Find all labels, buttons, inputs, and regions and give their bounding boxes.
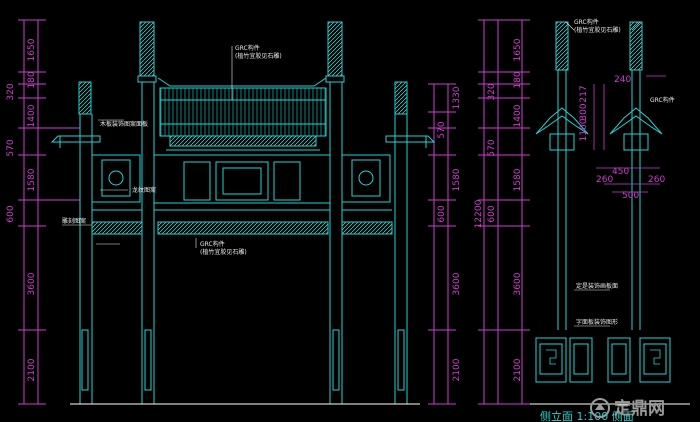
annotation-grc-bottom: GRC构件: [200, 240, 225, 248]
dim-label: 320: [6, 83, 16, 100]
dim-label: 3600: [27, 272, 37, 295]
front-tall-pillar-left: [137, 21, 157, 404]
dim-label: 180: [513, 71, 523, 88]
front-right-dimension-chain: [428, 83, 456, 405]
annotation-grc-top-note: (植竹宜胶见石雕): [235, 52, 282, 60]
dim-label: 320: [487, 83, 497, 100]
dim-label: 1100: [579, 118, 589, 141]
annotation-grc-left: GRC构件: [574, 18, 599, 26]
watermark-text: 定鼎网: [614, 398, 665, 419]
dim-label: 1580: [27, 168, 37, 191]
dim-label: 1400: [513, 104, 523, 127]
watermark: 定鼎网: [590, 398, 665, 419]
dim-label: 1650: [27, 38, 37, 61]
dim-label: 1580: [452, 168, 462, 191]
dim-label: 570: [437, 121, 447, 138]
annotation-panel: 木板装饰图案面板: [100, 120, 148, 128]
side-left-dimension-chain: [478, 19, 530, 405]
annotation-grc-top: GRC构件: [235, 44, 260, 52]
dim-label: 260: [596, 175, 613, 185]
front-left-dimension-chain: [18, 19, 80, 405]
dim-label: 500: [622, 191, 639, 201]
side-leader-lines: [565, 21, 641, 327]
dim-label: 2100: [452, 358, 462, 381]
front-left-dim-labels: 1650 180 320 1400 570 1580 600 3600 2100: [6, 38, 37, 381]
dim-label: 600: [6, 205, 16, 222]
side-column-right: [609, 21, 663, 330]
side-bottom-dim-labels: 260 450 500 260: [596, 167, 665, 201]
dim-label: 240: [614, 75, 631, 85]
dim-label: 450: [612, 167, 629, 177]
front-side-pillar-left: [78, 81, 93, 404]
front-central-roof: [157, 77, 327, 151]
dingding-logo-icon: [590, 398, 610, 418]
dim-label: 260: [648, 175, 665, 185]
side-column-left: [535, 21, 589, 330]
dim-label: 3600: [513, 272, 523, 295]
front-elevation: [18, 19, 456, 405]
dim-label: 600: [437, 205, 447, 222]
dim-label: 600: [487, 205, 497, 222]
front-central-panel: [153, 154, 331, 235]
front-tall-pillar-right: [325, 21, 345, 404]
annotation-grc-left-note: (植竹宜胶见石雕): [574, 26, 621, 34]
annotation-decor-panel: 定是装饰画板面: [576, 282, 618, 290]
annotation-dragon: 龙纹图案: [132, 186, 156, 194]
side-elevation: [478, 19, 690, 405]
side-annotations: GRC构件 (植竹宜胶见石雕) GRC构件 定是装饰画板面 字面板装饰图形: [574, 18, 675, 326]
dim-label: 2100: [513, 358, 523, 381]
annotation-grc-bottom-note: (植竹宜胶见石雕): [200, 248, 247, 256]
front-right-wing: [341, 135, 436, 235]
dim-label: 1400: [27, 104, 37, 127]
front-leader-lines: [62, 46, 233, 248]
dim-label: 570: [487, 139, 497, 156]
side-left-dim-labels: 1650 180 320 1400 570 1580 600 12200 360…: [474, 38, 523, 381]
dim-label: 1650: [513, 38, 523, 61]
annotation-grc-right: GRC构件: [650, 96, 675, 104]
dim-label: 12200: [474, 199, 484, 228]
front-right-dim-labels: 1330 570 1580 600 3600 2100: [437, 86, 462, 381]
front-annotations: GRC构件 (植竹宜胶见石雕) 木板装饰图案面板 龙纹图案 雕刻图案 GRC构件…: [62, 44, 282, 256]
dim-label: 1580: [513, 168, 523, 191]
side-column-bases: [535, 337, 671, 383]
front-left-wing: [50, 135, 143, 235]
side-top-dim-labels: 217 300 1100 240: [579, 75, 631, 141]
dim-label: 2100: [27, 358, 37, 381]
annotation-face-panel: 字面板装饰图形: [576, 318, 618, 326]
dim-label: 1330: [452, 86, 462, 109]
dim-label: 217: [579, 85, 589, 102]
dim-label: 300: [579, 103, 589, 120]
front-side-pillar-right: [394, 81, 408, 404]
side-dimension-marks: [593, 75, 666, 193]
dim-label: 570: [6, 139, 16, 156]
dim-label: 3600: [452, 272, 462, 295]
annotation-carving: 雕刻图案: [62, 217, 86, 225]
dim-label: 180: [27, 71, 37, 88]
drawing-caption: 侧立面 1:100 侧面: [540, 409, 634, 422]
